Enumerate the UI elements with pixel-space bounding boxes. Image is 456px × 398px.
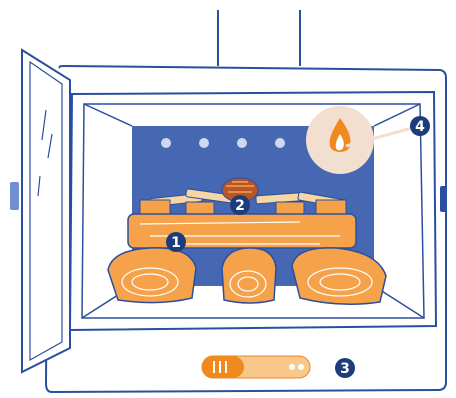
callout-1-label: 1 [171, 235, 181, 251]
left-hinge [10, 182, 19, 210]
callout-2-label: 2 [235, 198, 245, 214]
air-hole [161, 138, 171, 148]
flame-core [335, 134, 344, 151]
callout-3: 3 [335, 358, 355, 378]
pine-cone-icon [221, 177, 259, 203]
log-end [291, 247, 387, 305]
callout-4-label: 4 [415, 119, 425, 135]
callout-3-label: 3 [340, 361, 350, 377]
log-end [221, 247, 277, 304]
stove-door [21, 48, 71, 374]
slider-handle[interactable] [202, 356, 244, 378]
callout-4: 4 [410, 116, 430, 136]
callout-2: 2 [230, 195, 250, 215]
right-latch [440, 186, 447, 212]
chimney-pipe [217, 10, 301, 66]
callout-1: 1 [166, 232, 186, 252]
air-hole [275, 138, 285, 148]
air-hole [199, 138, 209, 148]
leader-line-4 [345, 126, 413, 148]
air-control-slider[interactable] [201, 355, 311, 379]
air-hole [237, 138, 247, 148]
firebox-perspective [81, 103, 425, 319]
bottom-log-stack [107, 247, 387, 305]
log-end [107, 247, 197, 304]
horizontal-log [127, 213, 357, 249]
